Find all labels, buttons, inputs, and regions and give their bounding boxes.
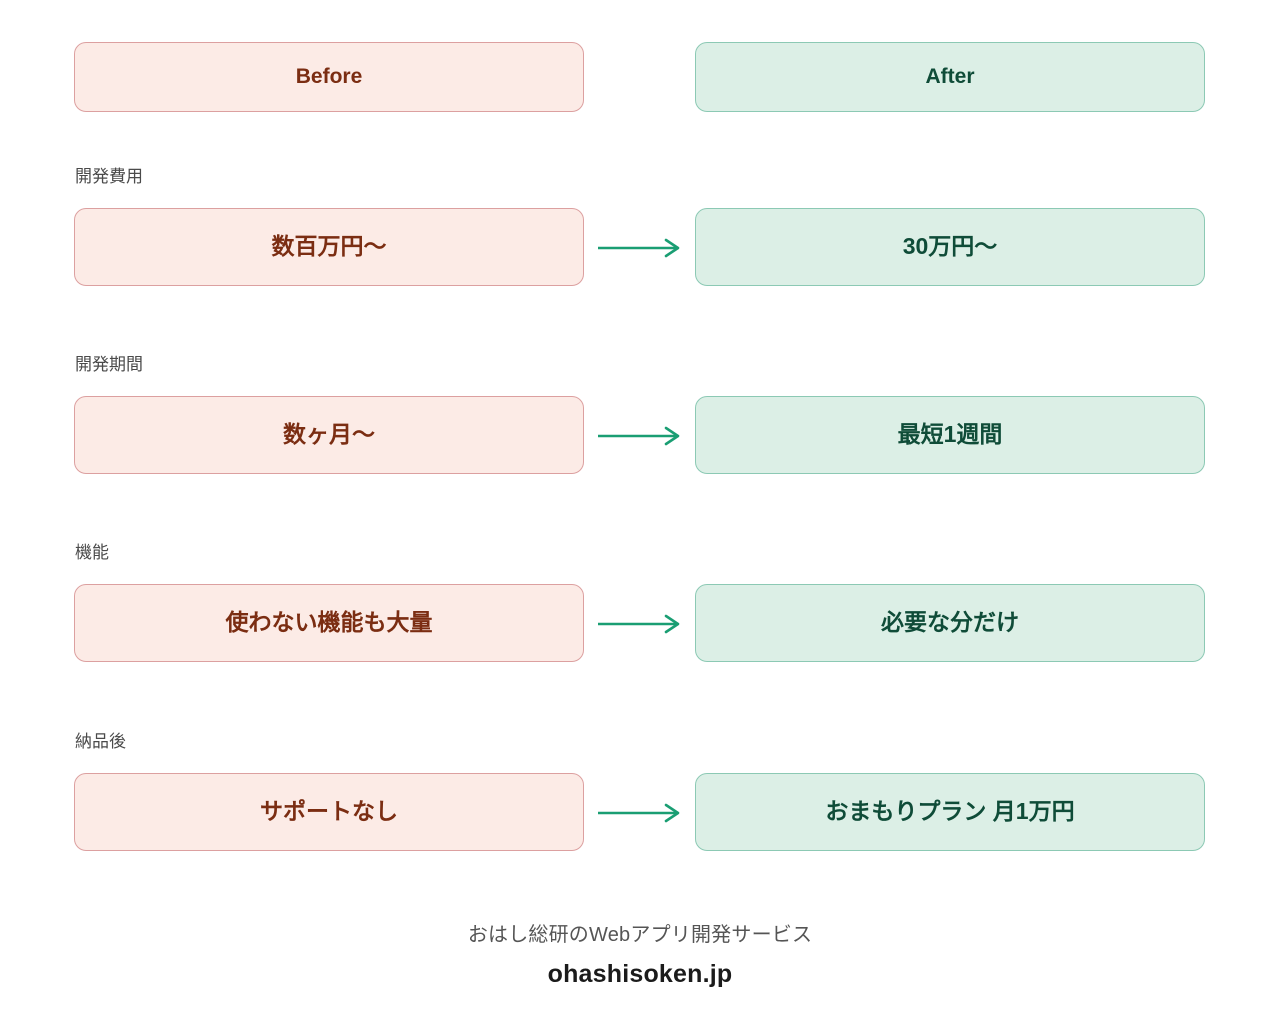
arrow-right-icon-2 <box>598 613 686 635</box>
header-before-label: Before <box>295 65 363 89</box>
arrow-right-icon-0 <box>598 237 686 259</box>
header-after-label: After <box>925 65 975 89</box>
row-label-2: 機能 <box>75 543 109 562</box>
row-label-0: 開発費用 <box>75 167 143 186</box>
footer-site-url: ohashisoken.jp <box>547 960 733 988</box>
footer-tagline: おはし総研のWebアプリ開発サービス <box>467 924 813 946</box>
row-3-after-box: おまもりプラン 月1万円 <box>695 773 1205 851</box>
row-1-before-box: 数ヶ月〜 <box>74 396 584 474</box>
row-3-before-box: サポートなし <box>74 773 584 851</box>
row-0-before-box: 数百万円〜 <box>74 208 584 286</box>
row-2-after-value: 必要な分だけ <box>881 609 1019 636</box>
row-0-after-value: 30万円〜 <box>902 233 998 260</box>
row-1-after-box: 最短1週間 <box>695 396 1205 474</box>
row-2-after-box: 必要な分だけ <box>695 584 1205 662</box>
arrow-right-icon-3 <box>598 802 686 824</box>
row-label-3: 納品後 <box>75 732 126 751</box>
arrow-right-icon-1 <box>598 425 686 447</box>
row-0-before-value: 数百万円〜 <box>271 233 387 260</box>
row-3-after-value: おまもりプラン 月1万円 <box>825 798 1075 825</box>
row-1-before-value: 数ヶ月〜 <box>283 421 375 448</box>
row-2-before-box: 使わない機能も大量 <box>74 584 584 662</box>
header-before: Before <box>74 42 584 112</box>
row-2-before-value: 使わない機能も大量 <box>225 609 433 636</box>
row-3-before-value: サポートなし <box>260 798 398 825</box>
row-1-after-value: 最短1週間 <box>897 421 1003 448</box>
header-after: After <box>695 42 1205 112</box>
row-0-after-box: 30万円〜 <box>695 208 1205 286</box>
row-label-1: 開発期間 <box>75 355 143 374</box>
